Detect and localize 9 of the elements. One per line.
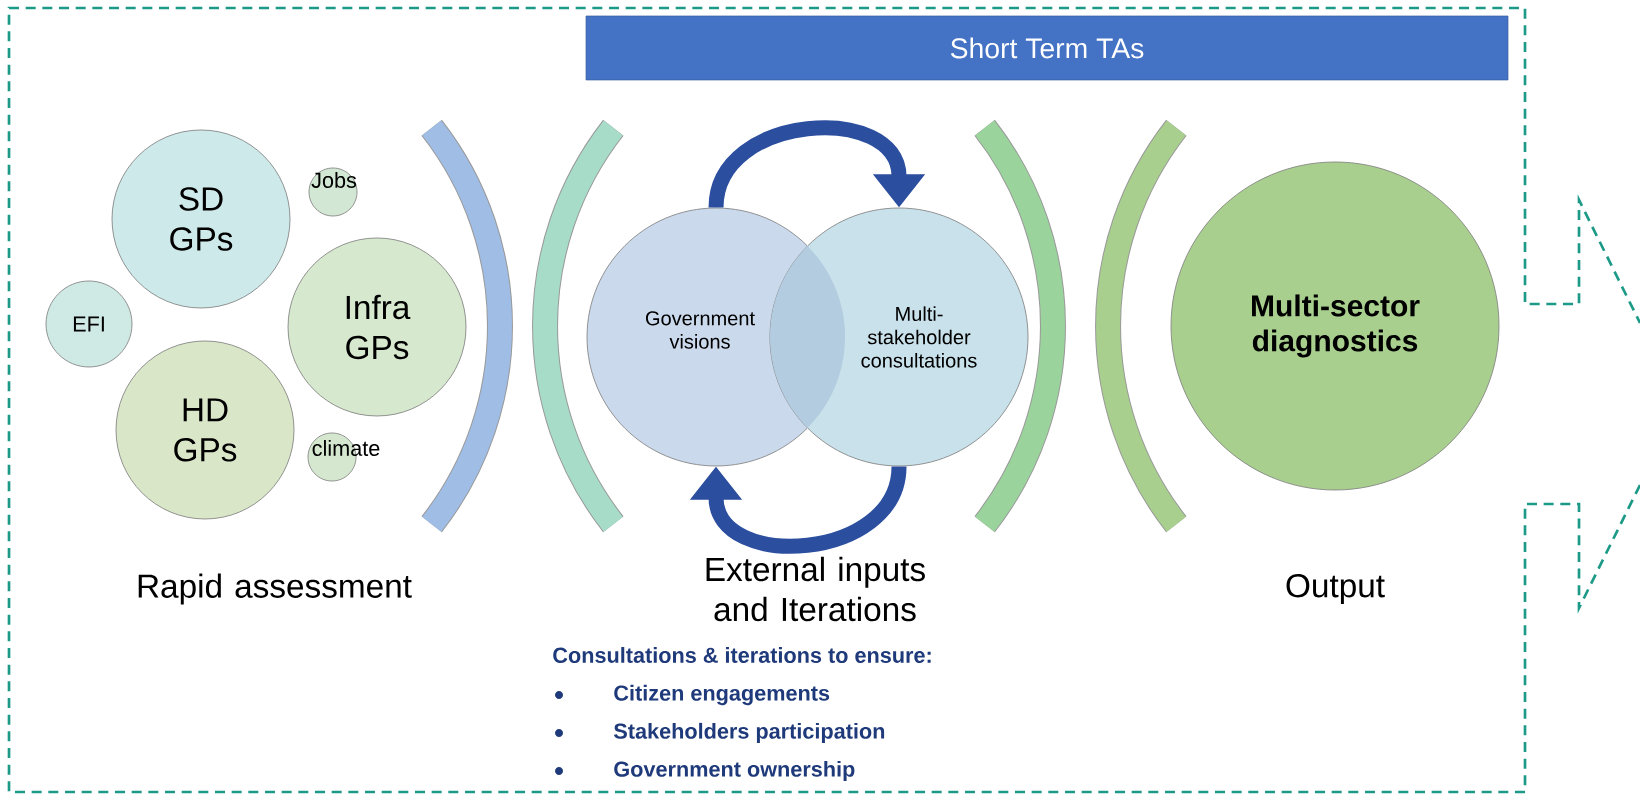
title-bar: Short Term TAs: [585, 15, 1509, 81]
stage-label: Output: [1286, 573, 1385, 605]
list-item: Stakeholders participation: [614, 722, 885, 744]
list-item: Government ownership: [614, 760, 855, 782]
stage-label: Rapid assessment: [138, 573, 412, 605]
curved-arrow: [689, 465, 907, 554]
stage-label: External inputs and Iterations: [706, 556, 925, 622]
list-heading: Consultations & iterations to ensure:: [553, 647, 931, 663]
list-item: Citizen engagements: [614, 684, 830, 706]
